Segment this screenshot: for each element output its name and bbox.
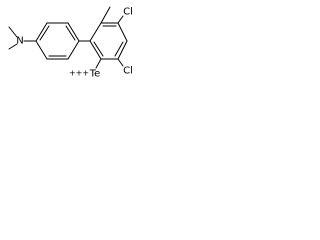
bond-ring-b-4 bbox=[117, 40, 128, 60]
bond-n-methyl-lower bbox=[8, 43, 18, 50]
bond-chlorine-bottom bbox=[117, 58, 124, 67]
chlorine-top-atom-label: Cl bbox=[123, 7, 133, 18]
bond-ring-a-double-2 bbox=[65, 25, 76, 41]
bond-ring-a-4 bbox=[67, 40, 80, 60]
bond-ring-b-6 bbox=[89, 40, 102, 60]
bond-ring-a-1 bbox=[35, 22, 48, 42]
bond-ring-b-double-1 bbox=[93, 41, 104, 57]
bond-chlorine-top bbox=[117, 15, 124, 24]
bond-ring-b-double-3 bbox=[114, 41, 124, 57]
bond-ring-b-3 bbox=[117, 22, 128, 42]
chlorine-bottom-atom-label: Cl bbox=[123, 66, 133, 77]
chemical-structure-diagram: N Cl Cl +++ Te bbox=[8, 6, 133, 80]
tellurium-charge-label: +++ bbox=[69, 69, 89, 78]
nitrogen-atom-label: N bbox=[16, 36, 23, 47]
bond-tellurium bbox=[95, 58, 102, 69]
bond-ring-b-1 bbox=[89, 22, 102, 42]
bond-ring-a-double-1 bbox=[39, 25, 50, 41]
bond-ring-a-3 bbox=[67, 22, 80, 42]
bond-ring-a-6 bbox=[35, 40, 48, 60]
tellurium-atom-label: Te bbox=[89, 69, 101, 80]
bond-methyl bbox=[100, 6, 111, 24]
bond-n-methyl-upper bbox=[8, 26, 18, 38]
